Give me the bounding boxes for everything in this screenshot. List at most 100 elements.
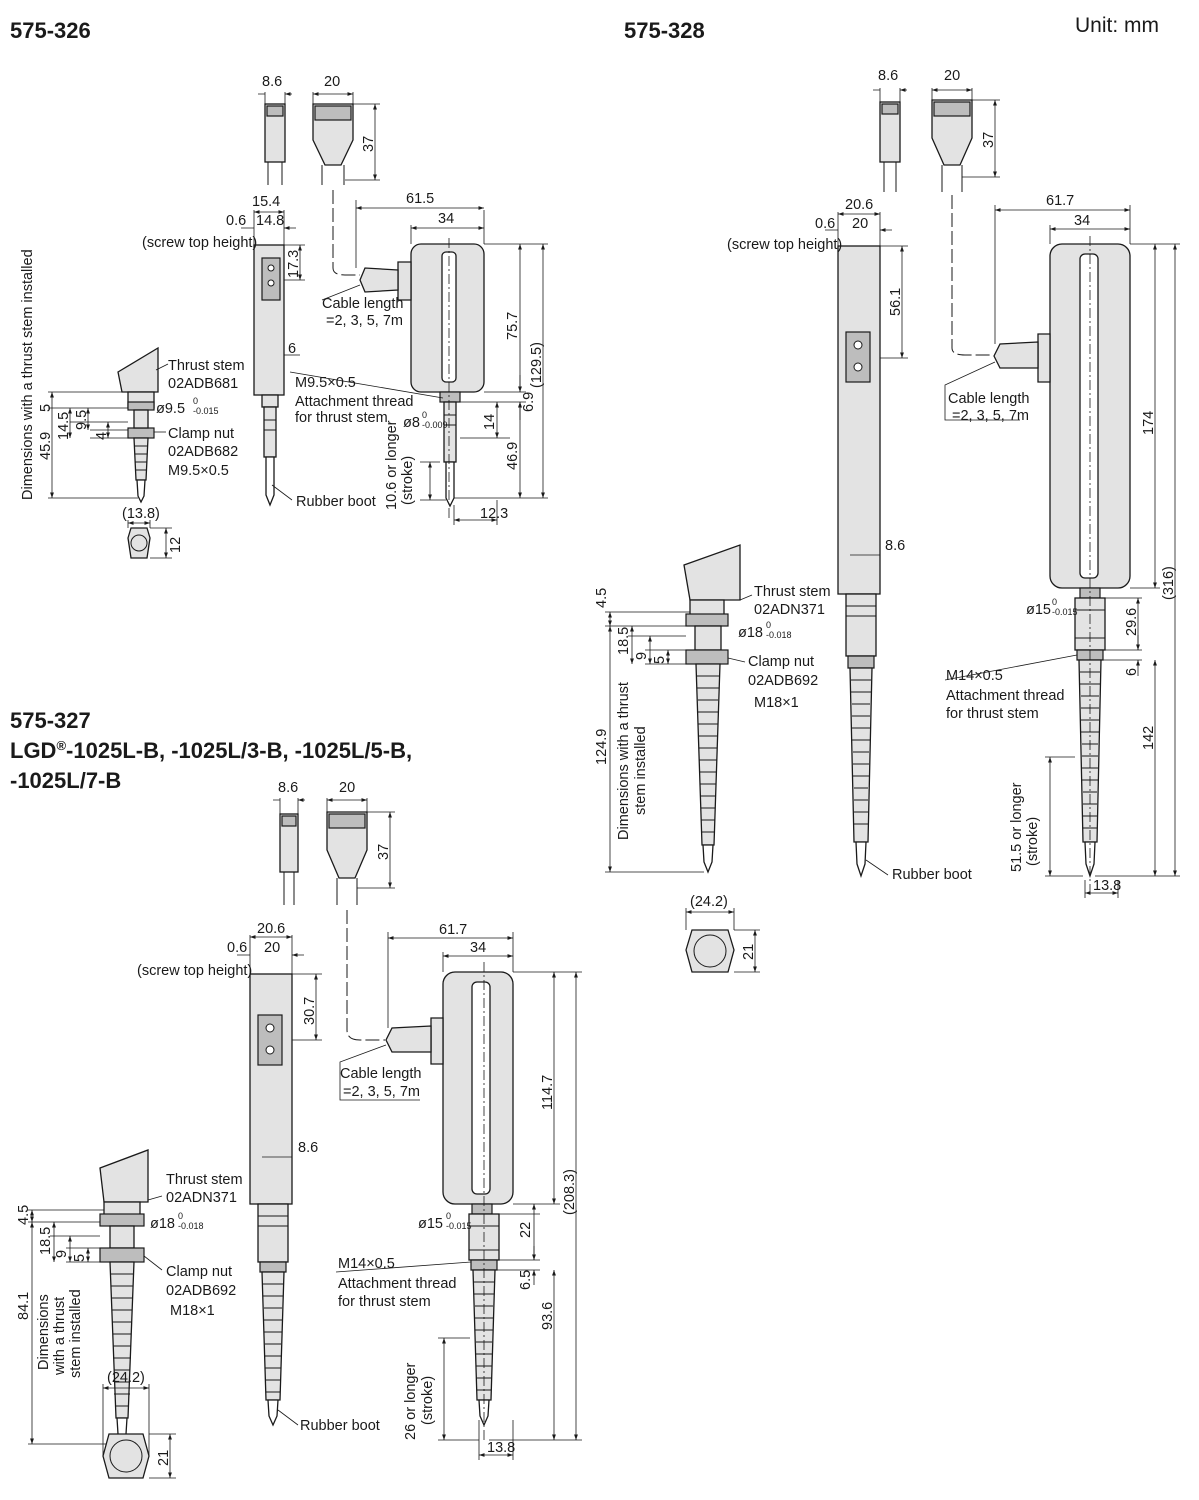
dim-9: 9 [634,652,650,660]
label-clamp-part: 02ADB692 [748,673,818,689]
thrust-stem-icon [683,544,741,874]
label-thrust-stem: Thrust stem [166,1172,243,1188]
dim-138: 13.8 [487,1440,515,1456]
label-cable-length: Cable length [340,1066,421,1082]
dia15-tol-bot: -0.015 [446,1221,472,1231]
dim-screw: 0.6 [227,940,247,956]
dim-206: 20.6 [257,921,285,937]
dim-20: 20 [852,216,868,232]
label-stroke: 26 or longer [403,1362,419,1440]
label-rubber-boot: Rubber boot [296,494,376,510]
dia8-tol-bot: -0.009 [422,420,448,430]
dim-307: 30.7 [302,997,318,1025]
dim-185: 18.5 [616,627,632,655]
dim-45: 4.5 [594,588,610,608]
plug-icon [879,101,901,192]
dim-hex-width: (24.2) [107,1370,145,1386]
unit-label: Unit: mm [1075,14,1159,37]
dim-1295: (129.5) [529,342,545,388]
cable-line [332,190,360,276]
dim-22: 22 [518,1222,534,1238]
dim-757: 75.7 [505,312,521,340]
dim-95: 9.5 [74,410,90,430]
label-clamp-thread: M9.5×0.5 [168,463,229,479]
side-body-icon [253,244,285,507]
dim-connector-height: 37 [981,132,997,148]
dim-617: 61.7 [439,922,467,938]
connector-icon [931,99,973,192]
thrust-stem-icon [99,1149,149,1446]
subtitle-lgd-prefix: LGD [10,738,56,763]
drawing-575-326: 8.6 20 37 15.4 14.8 0.6 (screw top heigh… [20,74,548,559]
label-cable-values: =2, 3, 5, 7m [326,313,403,329]
dim-138: 13.8 [1093,878,1121,894]
title-575-326: 575-326 [10,18,91,43]
label-cable-values: =2, 3, 5, 7m [952,408,1029,424]
label-thread: M14×0.5 [946,668,1003,684]
subtitle-lgd: LGD®-1025L-B, -1025L/3-B, -1025L/5-B, [10,738,412,763]
dim-connector-width: 20 [324,74,340,90]
connector-icon [312,103,354,185]
label-stroke: 51.5 or longer [1009,782,1025,872]
dim-206: 20.6 [845,197,873,213]
dim-936: 93.6 [540,1302,556,1330]
dim-316: (316) [1161,566,1177,600]
dim-34: 34 [470,940,486,956]
hex-nut-icon [102,1433,150,1479]
plug-icon [279,813,299,905]
dim-45: 4.5 [16,1205,32,1225]
dim-561: 56.1 [888,288,904,316]
dim-6: 6 [1124,668,1140,676]
dim-screw: 0.6 [226,213,246,229]
dim-hex-height: 12 [168,537,184,553]
subtitle-lgd-line2: -1025L/7-B [10,768,121,793]
dim-connector-width: 20 [944,68,960,84]
label-attachment-thread: Attachment thread [946,688,1065,704]
label-dimensions-thrust: Dimensions with a thrust [616,682,632,840]
label-dia15: ø15 [418,1216,443,1232]
dim-6: 6 [288,341,296,357]
dia15-tol-top: 0 [1052,597,1057,607]
dim-connector-height: 37 [361,136,377,152]
dia8-tol-top: 0 [422,410,427,420]
dia18-tol-top: 0 [766,620,771,630]
label-dia8: ø8 [403,415,420,431]
label-clamp-thread: M18×1 [754,695,799,711]
dim-4: 4 [94,432,110,440]
label-stroke-paren: (stroke) [400,456,416,505]
dia18-tol-bot: -0.018 [766,630,792,640]
dim-469: 46.9 [505,442,521,470]
dim-86: 8.6 [885,538,905,554]
dim-connector-width: 20 [339,780,355,796]
dim-86: 8.6 [298,1140,318,1156]
label-with-thrust: with a thrust [52,1297,68,1376]
dim-plug-width: 8.6 [278,780,298,796]
dim-145: 14.5 [56,412,72,440]
label-thrust-part: 02ADN371 [754,602,825,618]
dim-hex-width: (24.2) [690,894,728,910]
side-body-icon [837,245,881,879]
front-body-icon [993,243,1131,879]
dia18-tol-bot: -0.018 [178,1221,204,1231]
label-clamp-nut: Clamp nut [748,654,814,670]
dim-plug-width: 8.6 [878,68,898,84]
dim-connector-height: 37 [376,844,392,860]
label-dimensions-thrust: Dimensions with a thrust stem installed [20,249,36,500]
label-dia18: ø18 [150,1216,175,1232]
label-for-thrust-stem: for thrust stem [295,410,388,426]
label-dia18: ø18 [738,625,763,641]
dim-body-width: 15.4 [252,194,280,210]
dia15-tol-top: 0 [446,1211,451,1221]
dim-34: 34 [438,211,454,227]
label-screw-top-height: (screw top height) [142,235,257,251]
thrust-stem-icon [117,346,159,504]
title-575-328: 575-328 [624,18,705,43]
label-clamp-part: 02ADB692 [166,1283,236,1299]
dim-5: 5 [72,1254,88,1262]
title-575-327: 575-327 [10,708,91,733]
label-thread: M14×0.5 [338,1256,395,1272]
label-clamp-nut: Clamp nut [166,1264,232,1280]
dim-459: 45.9 [38,432,54,460]
dia95-tol-top: 0 [193,396,198,406]
dim-142: 142 [1141,726,1157,750]
